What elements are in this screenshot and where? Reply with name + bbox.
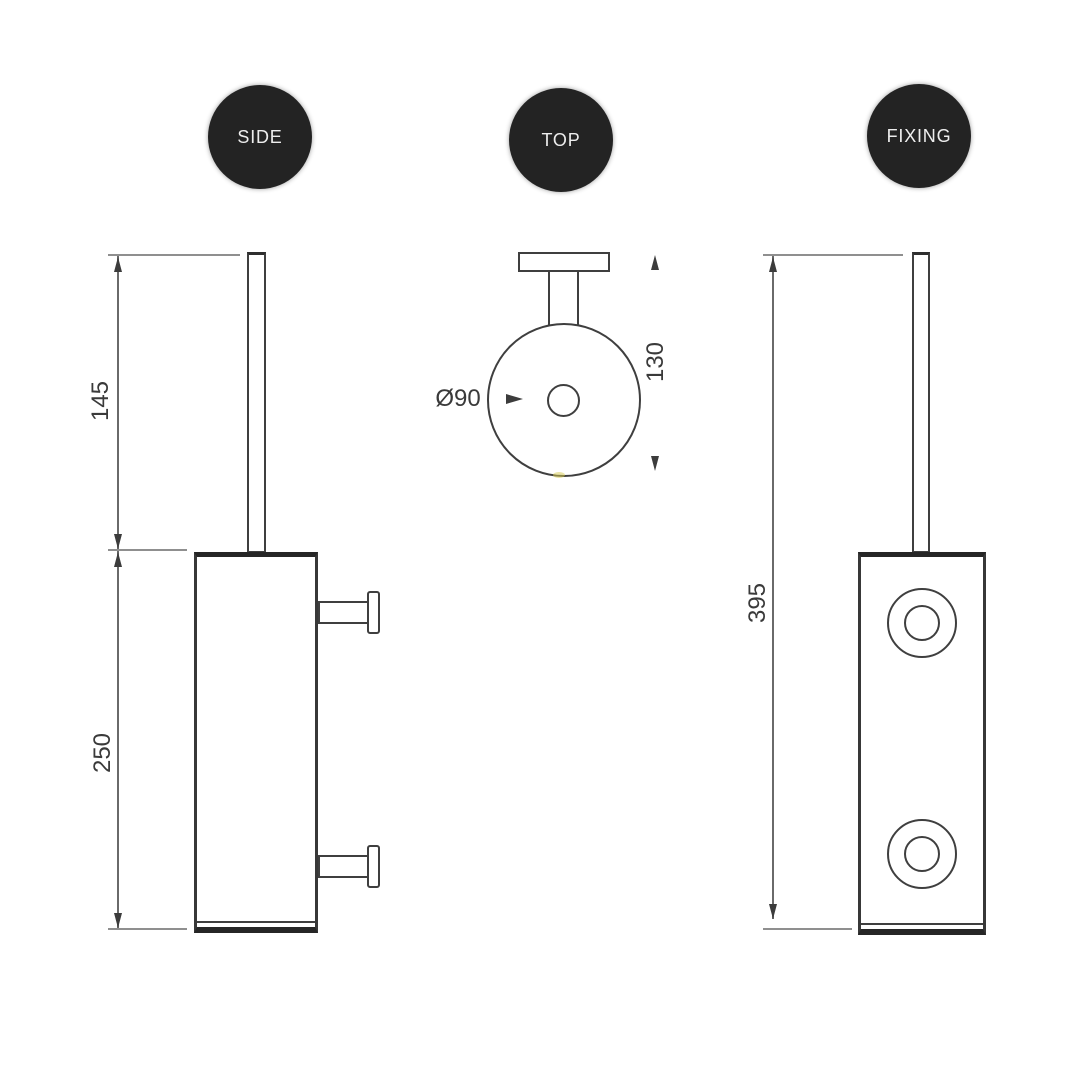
mounting-pin-lower-stem <box>318 855 369 878</box>
side-view-badge: SIDE <box>208 85 312 189</box>
fixing-extension-line-bottom <box>763 928 852 930</box>
arrowhead-up-icon <box>114 552 122 567</box>
brush-handle-fixing <box>912 252 930 553</box>
arrowhead-right-icon <box>506 394 523 404</box>
side-dimension-line-body <box>117 551 119 928</box>
fixing-view-badge-label: FIXING <box>886 125 952 146</box>
mounting-pin-upper-stem <box>318 601 369 624</box>
arrowhead-down-icon <box>114 913 122 928</box>
side-body-dimension-label: 250 <box>89 732 116 774</box>
top-depth-dimension-label: 130 <box>642 341 669 383</box>
mounting-pin-lower-cap <box>367 845 380 888</box>
fixing-hole-upper-inner <box>904 605 940 641</box>
arrowhead-down-icon <box>769 904 777 919</box>
side-dimension-line-handle <box>117 256 119 549</box>
mounting-pin-upper-cap <box>367 591 380 634</box>
fixing-dimension-line-total <box>772 256 774 919</box>
side-extension-line-top <box>108 254 240 256</box>
fixing-hole-lower-inner <box>904 836 940 872</box>
arrowhead-down-icon <box>114 534 122 549</box>
fixing-total-dimension-label: 395 <box>744 582 771 624</box>
arrowhead-up-icon <box>769 257 777 272</box>
fixing-extension-line-top <box>763 254 903 256</box>
arrowhead-up-icon <box>651 255 659 270</box>
holder-base-line <box>197 921 315 923</box>
side-extension-line-bottom <box>108 928 187 930</box>
top-diameter-dimension-label: Ø90 <box>435 385 481 412</box>
arrowhead-up-icon <box>114 257 122 272</box>
fixing-view-badge: FIXING <box>867 84 971 188</box>
side-handle-dimension-label: 145 <box>87 380 114 422</box>
arrowhead-down-icon <box>651 456 659 471</box>
handle-top-circle <box>547 384 580 417</box>
highlight-speck <box>553 472 565 478</box>
side-extension-line-middle <box>108 549 187 551</box>
holder-body-side <box>194 552 318 933</box>
brush-handle-side <box>247 252 266 553</box>
top-view-badge: TOP <box>509 88 613 192</box>
wall-plate-top <box>518 252 610 272</box>
holder-base-line <box>861 923 983 925</box>
top-view-badge-label: TOP <box>541 129 581 150</box>
bracket-stem-top <box>548 271 579 327</box>
side-view-badge-label: SIDE <box>237 126 283 147</box>
